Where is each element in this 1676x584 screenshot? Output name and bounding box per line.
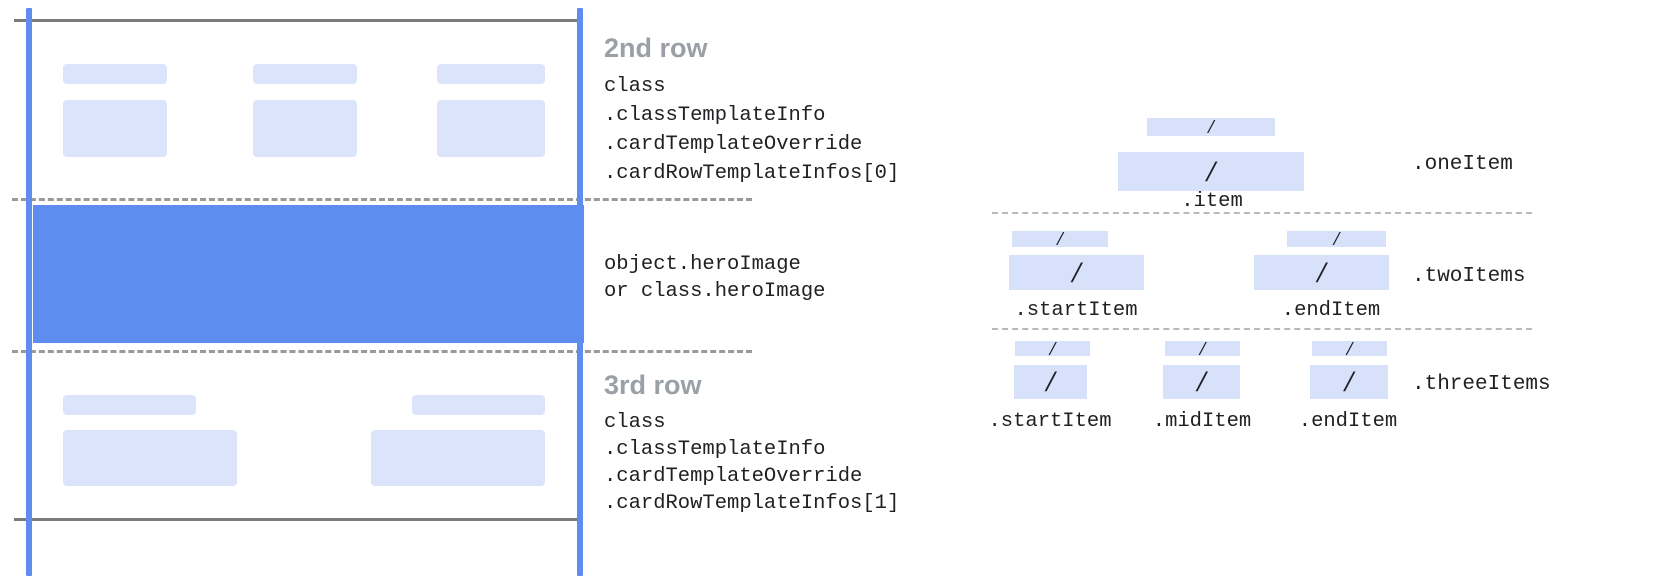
variant-divider-two-three	[992, 328, 1532, 330]
slash-icon: /	[1344, 365, 1354, 398]
slash-icon: /	[1049, 341, 1056, 356]
row-divider-lower	[12, 350, 752, 353]
slash-icon: /	[1057, 231, 1063, 247]
second-row-code-line-4: .cardRowTemplateInfos[0]	[604, 162, 900, 185]
hero-image-band	[33, 205, 584, 343]
item-chip-small: /	[1165, 341, 1240, 356]
slash-icon: /	[1317, 255, 1326, 289]
placeholder-block	[63, 430, 237, 486]
slash-icon: /	[1199, 341, 1206, 356]
slash-icon: /	[1046, 365, 1055, 398]
item-chip-small: /	[1012, 231, 1108, 247]
third-row-title: 3rd row	[604, 370, 702, 400]
variant-divider-one-two	[992, 212, 1532, 214]
item-caption: .item	[1181, 190, 1243, 213]
second-row-title: 2nd row	[604, 33, 708, 63]
slash-icon: /	[1333, 231, 1340, 247]
item-chip-large: /	[1163, 365, 1240, 399]
slash-icon: /	[1072, 255, 1081, 289]
hero-image-code-line-1: object.heroImage	[604, 253, 801, 276]
third-row-code-line-2: .classTemplateInfo	[604, 438, 826, 461]
item-chip-large: /	[1009, 255, 1144, 290]
item-chip-small: /	[1287, 231, 1386, 247]
placeholder-block	[63, 100, 167, 157]
item-caption: .endItem	[1298, 410, 1398, 433]
variant-tag-two-items: .twoItems	[1412, 265, 1526, 288]
placeholder-block	[437, 100, 545, 157]
variant-tag-one-item: .oneItem	[1412, 153, 1513, 176]
slash-icon: /	[1208, 118, 1214, 136]
item-caption: .endItem	[1281, 299, 1381, 322]
card-right-guide	[577, 8, 583, 576]
item-caption: .midItem	[1152, 410, 1252, 433]
card-top-border	[14, 19, 580, 22]
placeholder-block	[412, 395, 545, 415]
second-row-code-line-2: .classTemplateInfo	[604, 104, 826, 127]
card-bottom-border	[14, 518, 580, 521]
slash-icon: /	[1346, 341, 1353, 356]
hero-image-code-line-2: or class.heroImage	[604, 280, 826, 303]
placeholder-block	[63, 64, 167, 84]
third-row-code-line-1: class	[604, 411, 666, 434]
placeholder-block	[253, 64, 357, 84]
third-row-code-line-4: .cardRowTemplateInfos[1]	[604, 492, 900, 515]
item-chip-large: /	[1118, 152, 1304, 191]
third-row-code-line-3: .cardTemplateOverride	[604, 465, 863, 488]
item-chip-large: /	[1310, 365, 1388, 399]
card-left-guide	[26, 8, 32, 576]
item-caption: .startItem	[1014, 299, 1138, 322]
second-row-code-line-1: class	[604, 75, 666, 98]
placeholder-block	[253, 100, 357, 157]
second-row-code-line-3: .cardTemplateOverride	[604, 133, 863, 156]
variant-tag-three-items: .threeItems	[1412, 373, 1551, 396]
item-chip-small: /	[1312, 341, 1387, 356]
card-row-template-diagram	[0, 0, 752, 584]
placeholder-block	[437, 64, 545, 84]
item-chip-large: /	[1254, 255, 1389, 290]
placeholder-block	[63, 395, 196, 415]
row-divider-upper	[12, 198, 752, 201]
item-caption: .startItem	[988, 410, 1112, 433]
item-chip-small: /	[1147, 118, 1275, 136]
slash-icon: /	[1206, 154, 1216, 188]
item-chip-small: /	[1015, 341, 1090, 356]
item-chip-large: /	[1014, 365, 1087, 399]
placeholder-block	[371, 430, 545, 486]
slash-icon: /	[1197, 365, 1206, 398]
